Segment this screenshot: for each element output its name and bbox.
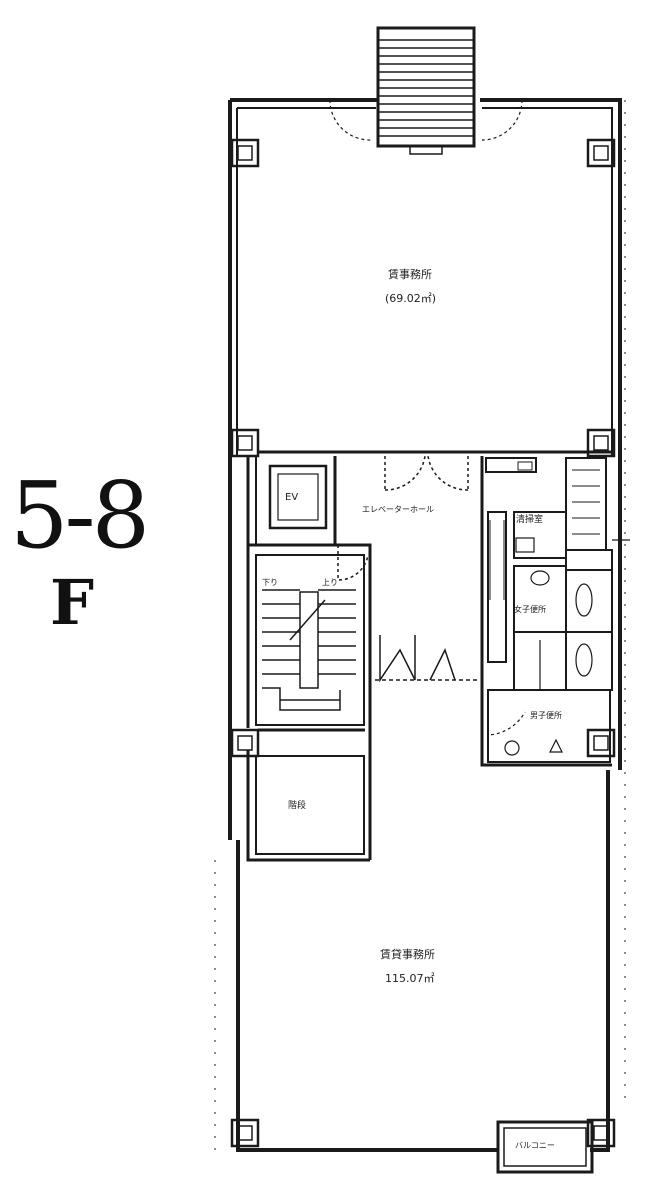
stair-hall — [255, 755, 365, 855]
balcony — [496, 1120, 594, 1174]
structural-columns — [230, 138, 616, 1148]
balcony-label: バルコニー — [515, 1141, 555, 1150]
entrance-stairs — [329, 26, 523, 155]
toilet-block — [485, 457, 630, 763]
ev-label: EV — [285, 492, 298, 503]
womens-toilet-label: 女子便所 — [514, 604, 546, 614]
office-upper-area: (69.02㎡) — [385, 292, 436, 305]
staircase — [255, 554, 365, 726]
mens-toilet-label: 男子便所 — [530, 710, 562, 720]
stairs-up-label: 上り — [322, 578, 338, 587]
stair-hall-label: 階段 — [288, 799, 306, 811]
elevator-hall-label: エレベーターホール — [362, 505, 434, 514]
core-walls — [246, 456, 612, 862]
stairs-down-label: 下り — [262, 578, 278, 587]
floor-range-label: 5-8 — [10, 462, 150, 569]
floor-unit-label: F — [50, 566, 95, 639]
janitor-label: 清掃室 — [516, 513, 543, 525]
guide-lines — [214, 100, 626, 1150]
office-lower-area: 115.07㎡ — [385, 972, 435, 985]
ev-shaft — [255, 456, 328, 545]
hall-doors — [337, 455, 480, 683]
office-upper-name: 賃事務所 — [388, 267, 432, 281]
outer-walls — [228, 98, 622, 1152]
office-lower-name: 賃貸事務所 — [380, 947, 435, 961]
